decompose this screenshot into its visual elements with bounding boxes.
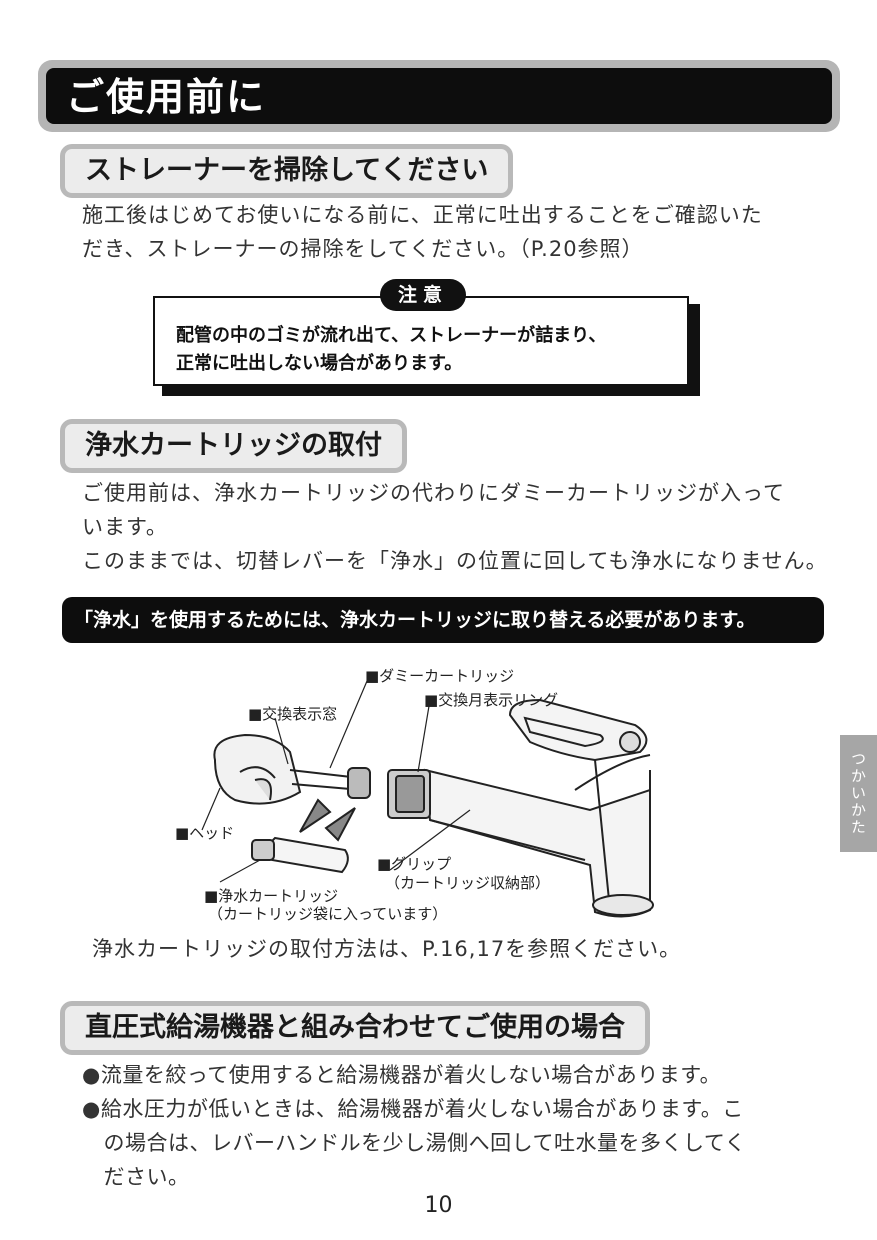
cartridge-text-line-1: ご使用前は、浄水カートリッジの代わりにダミーカートリッジが入って (82, 481, 785, 505)
label-filter-cartridge: ■浄水カートリッジ (204, 887, 339, 905)
title-bar (46, 68, 832, 124)
label-month-ring: ■交換月表示リング (424, 691, 559, 709)
label-dummy-cartridge: ■ダミーカートリッジ (365, 667, 515, 685)
section-heading-strainer: ストレーナーを掃除してください (60, 144, 514, 198)
heater-bullet-2-cont: の場合は、レバーハンドルを少し湯側へ回して吐水量を多くしてく (82, 1131, 747, 1155)
label-grip-sub: （カートリッジ収納部） (385, 874, 551, 892)
heater-bullet-2-cont-2: ださい。 (82, 1165, 190, 1189)
heater-bullet-1: ●流量を絞って使用すると給湯機器が着火しない場合があります。 (82, 1063, 722, 1087)
label-filter-cartridge-sub: （カートリッジ袋に入っています） (208, 905, 448, 923)
side-tab-usage[interactable]: つかいかた (840, 735, 877, 852)
caution-line-1: 配管の中のゴミが流れ出て、ストレーナーが詰まり、 (176, 325, 607, 346)
label-head: ■ヘッド (175, 824, 235, 842)
caution-line-2: 正常に吐出しない場合があります。 (176, 353, 463, 374)
label-exchange-window: ■交換表示窓 (248, 705, 338, 723)
page-number: 10 (424, 1193, 453, 1218)
cartridge-text-line-2: います。 (82, 515, 168, 539)
strainer-text-line-1: 施工後はじめてお使いになる前に、正常に吐出することをご確認いた (82, 203, 763, 227)
caution-box (153, 296, 689, 386)
faucet-illustration (201, 673, 654, 918)
cartridge-text-line-3: このままでは、切替レバーを「浄水」の位置に回しても浄水になりません。 (82, 549, 828, 573)
caution-tag: 注意 (380, 279, 466, 311)
section-heading-water-heater: 直圧式給湯機器と組み合わせてご使用の場合 (60, 1001, 650, 1055)
page-title: ご使用前に (66, 75, 267, 119)
section-heading-cartridge: 浄水カートリッジの取付 (60, 419, 407, 473)
label-grip: ■グリップ (377, 855, 452, 873)
strainer-text-line-2: だき、ストレーナーの掃除をしてください。（P.20参照） (82, 237, 644, 261)
notice-banner: 「浄水」を使用するためには、浄水カートリッジに取り替える必要があります。 (62, 597, 824, 643)
cartridge-reference: 浄水カートリッジの取付方法は、P.16,17を参照ください。 (92, 937, 682, 961)
heater-bullet-2: ●給水圧力が低いときは、給湯機器が着火しない場合があります。こ (82, 1097, 744, 1121)
